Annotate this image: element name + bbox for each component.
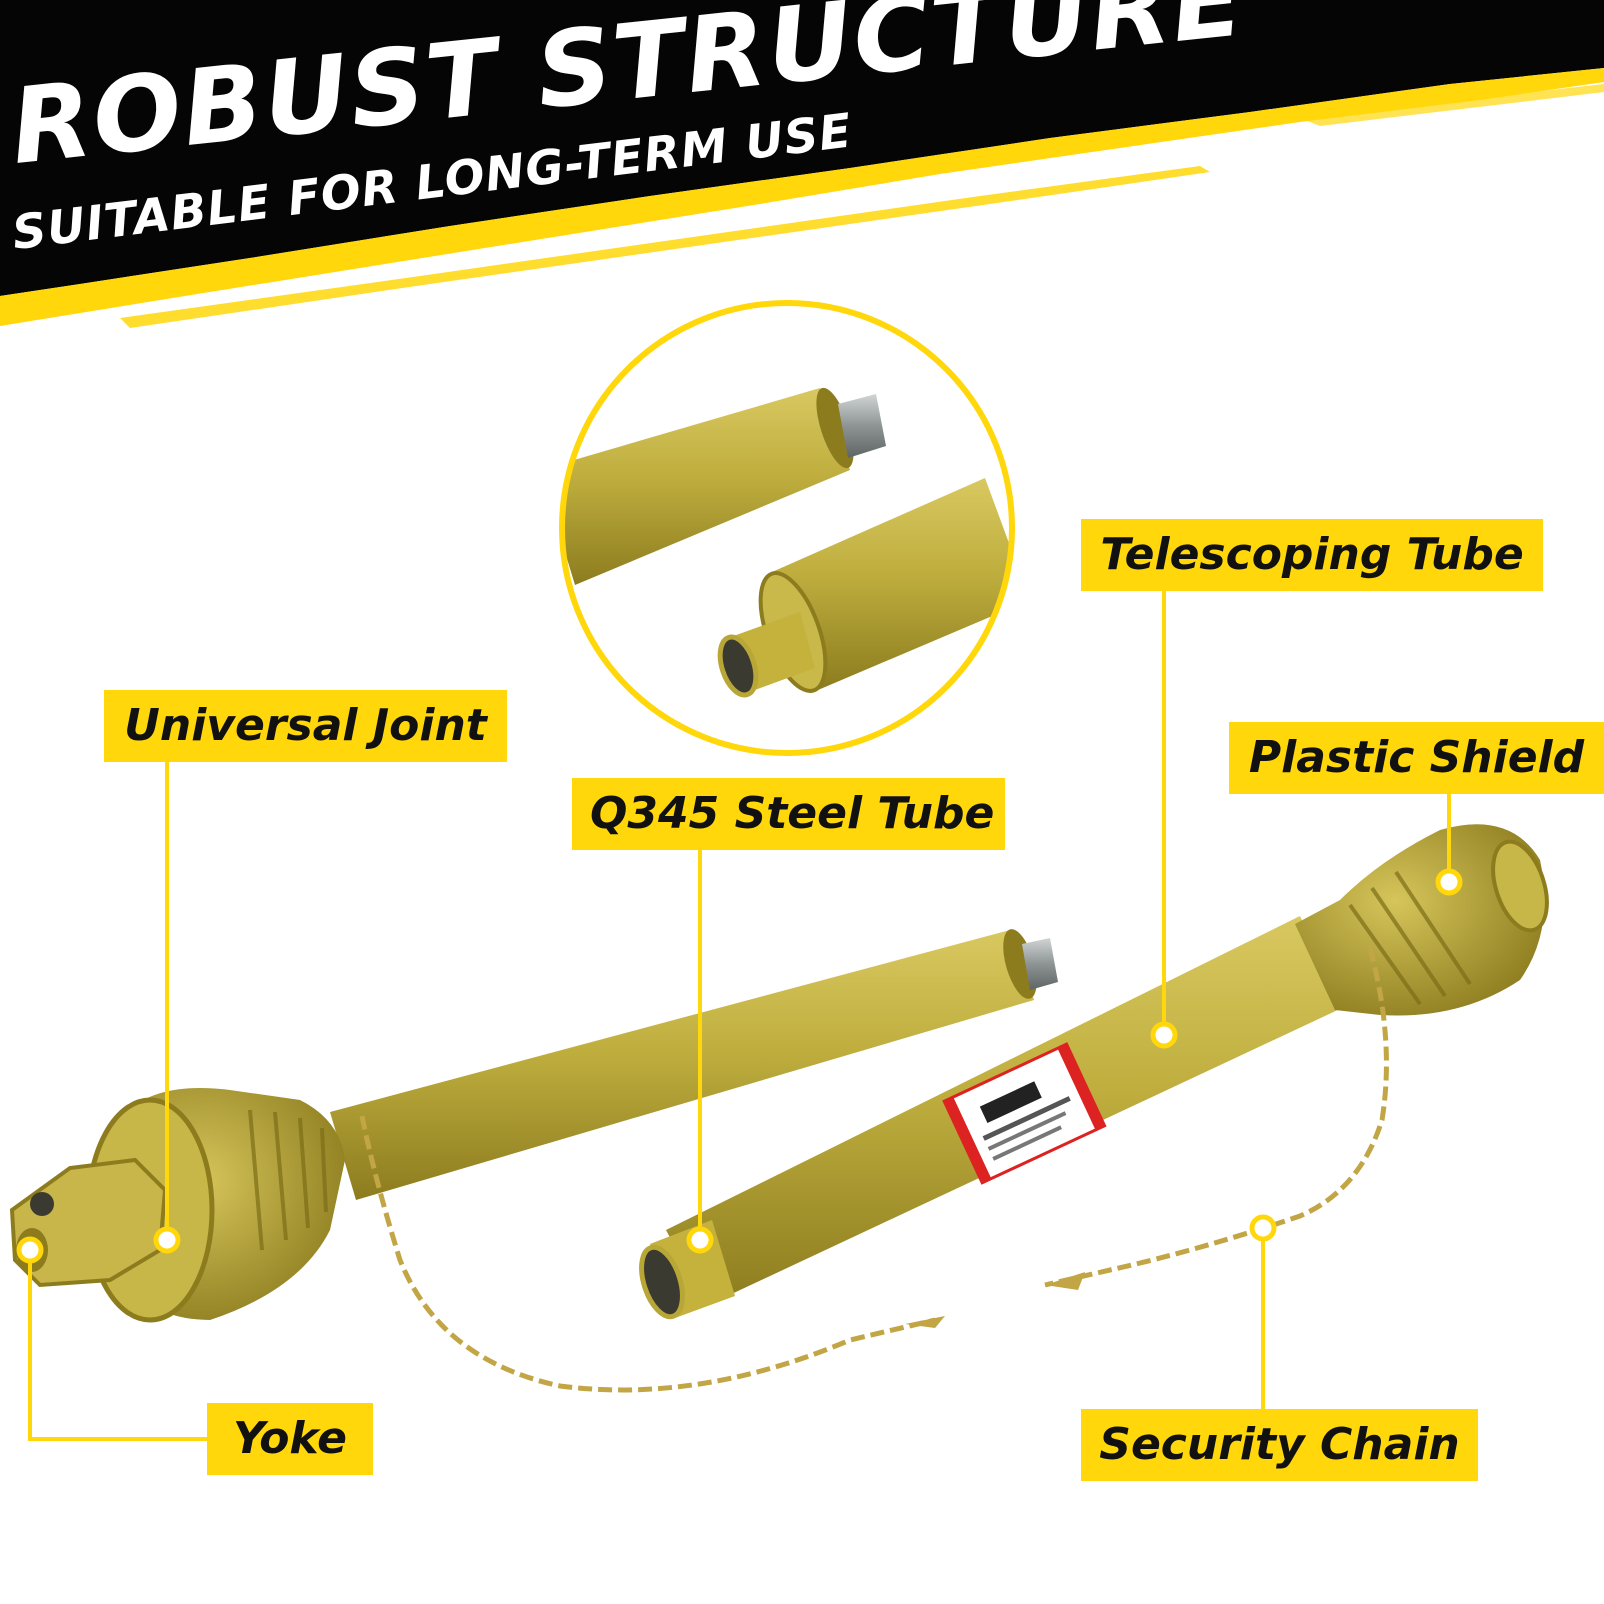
zoom-inner-tube [772, 478, 1012, 690]
banner-yellow-stripe [0, 68, 1604, 326]
banner-black-band [0, 0, 1604, 296]
callout-plastic-shield: Plastic Shield [1229, 722, 1604, 794]
zoom-outer-tube [562, 388, 850, 585]
banner-yellow-brush-a [120, 166, 1210, 328]
marker-plastic-shield [1435, 868, 1463, 896]
marker-telescoping-tube [1150, 1021, 1178, 1049]
zoom-steel-insert [838, 394, 886, 458]
left-outer-tube [330, 930, 1034, 1200]
callout-telescoping-tube: Telescoping Tube [1081, 519, 1543, 591]
leader-yoke [28, 1250, 207, 1441]
callout-leaders [28, 591, 1451, 1441]
banner-yellow-brush-b [1300, 84, 1604, 126]
marker-yoke [16, 1236, 44, 1264]
marker-universal-joint [153, 1226, 181, 1254]
left-security-chain [359, 1115, 936, 1393]
header-banner [0, 0, 1604, 328]
marker-q345-steel-tube [686, 1226, 714, 1254]
callout-security-chain: Security Chain [1081, 1409, 1478, 1481]
left-shaft-half [9, 929, 1058, 1393]
marker-security-chain [1249, 1214, 1277, 1242]
callout-markers [16, 868, 1463, 1264]
zoom-circle-ring [559, 300, 1015, 756]
warning-label-sticker [942, 1042, 1107, 1185]
left-steel-stub [1022, 938, 1058, 990]
right-security-chain [1044, 947, 1389, 1288]
zoom-detail [559, 300, 1015, 756]
callout-yoke: Yoke [207, 1403, 373, 1475]
callout-universal-joint: Universal Joint [104, 690, 507, 762]
right-shaft-half [639, 824, 1549, 1320]
callout-q345-steel-tube: Q345 Steel Tube [572, 778, 1005, 850]
right-plastic-shield [1295, 824, 1545, 1016]
